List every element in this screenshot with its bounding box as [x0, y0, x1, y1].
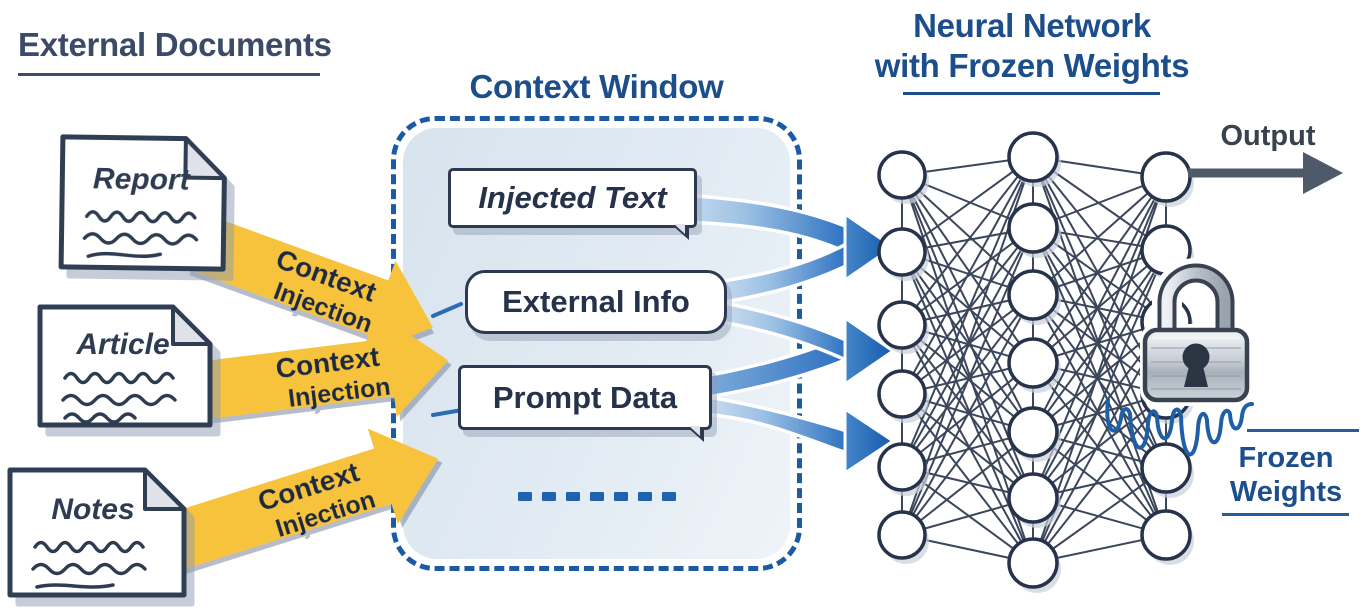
- output-label: Output: [1220, 120, 1316, 152]
- network-node: [877, 510, 927, 560]
- ellipsis-dash: [518, 492, 532, 501]
- frozen-label-line1: Frozen: [1238, 442, 1334, 474]
- document-notes-title: Notes: [51, 493, 134, 526]
- nn-heading-line2: with Frozen Weights: [874, 47, 1190, 84]
- document-text-squiggles: [31, 540, 147, 589]
- network-node: [1007, 406, 1059, 458]
- network-node: [1140, 509, 1192, 561]
- network-node: [1007, 202, 1059, 254]
- network-node: [1007, 337, 1059, 389]
- context-ellipsis-dashes: [518, 492, 676, 501]
- frozen-label-underline: [1222, 513, 1349, 516]
- network-edges: [901, 156, 1167, 564]
- document-report: Report: [56, 132, 230, 274]
- network-node: [877, 227, 927, 277]
- network-node: [877, 442, 927, 492]
- output-arrow: [1188, 152, 1343, 194]
- document-article-title: Article: [75, 328, 169, 361]
- document-article: Article: [35, 302, 215, 430]
- network-node: [1140, 368, 1192, 420]
- network-node: [1007, 131, 1059, 183]
- network-node: [877, 300, 927, 350]
- frozen-weights-label: Frozen Weights: [1220, 441, 1352, 509]
- neural-network-heading: Neural Network with Frozen Weights: [868, 6, 1196, 86]
- ellipsis-dash: [662, 492, 676, 501]
- ellipsis-dash: [590, 492, 604, 501]
- padlock-icon: [1140, 258, 1252, 406]
- network-node: [877, 369, 927, 419]
- nn-heading-line1: Neural Network: [913, 7, 1151, 44]
- network-node: [1007, 269, 1059, 321]
- ellipsis-dash: [638, 492, 652, 501]
- external-info-label: External Info: [502, 284, 690, 319]
- ellipsis-dash: [614, 492, 628, 501]
- network-nodes: [877, 131, 1194, 593]
- prompt-data-label: Prompt Data: [492, 379, 678, 415]
- network-node: [877, 150, 927, 200]
- injection-arrow-2-label-line1: Context: [274, 341, 381, 384]
- external-documents-heading-text: External Documents: [18, 26, 332, 63]
- injected-text-box: Injected Text: [448, 168, 697, 240]
- network-node: [1007, 472, 1059, 524]
- network-node: [1007, 537, 1059, 589]
- network-node: [1140, 442, 1192, 494]
- external-info-box: External Info: [465, 270, 727, 334]
- network-node: [1140, 296, 1192, 348]
- injected-text-label: Injected Text: [478, 180, 667, 215]
- heading-underline: [18, 73, 320, 76]
- context-window-heading: Context Window: [469, 68, 724, 105]
- document-text-squiggles: [82, 210, 199, 259]
- ellipsis-dash: [566, 492, 580, 501]
- injection-arrow-1-label-line2: Injection: [270, 277, 376, 338]
- document-report-title: Report: [93, 162, 192, 196]
- keyhole: [1182, 343, 1210, 387]
- nn-heading-underline: [903, 92, 1160, 95]
- injection-arrow-1-label-line1: Context: [272, 243, 381, 308]
- injection-arrow-3-label-line1: Context: [254, 456, 363, 517]
- ellipsis-dash: [542, 492, 556, 501]
- network-node: [1140, 224, 1192, 276]
- frozen-label-overline: [1247, 429, 1359, 432]
- injection-arrow-2-label-line2: Injection: [287, 373, 392, 413]
- document-text-squiggles: [61, 371, 177, 424]
- injection-arrow-3-label-line2: Injection: [272, 485, 378, 543]
- prompt-data-box: Prompt Data: [458, 365, 712, 442]
- external-documents-heading: External Documents: [18, 26, 332, 76]
- frozen-label-line2: Weights: [1229, 476, 1343, 508]
- context-to-network-arrowheads: [843, 211, 896, 476]
- network-node: [1140, 151, 1192, 203]
- document-notes: Notes: [5, 465, 189, 600]
